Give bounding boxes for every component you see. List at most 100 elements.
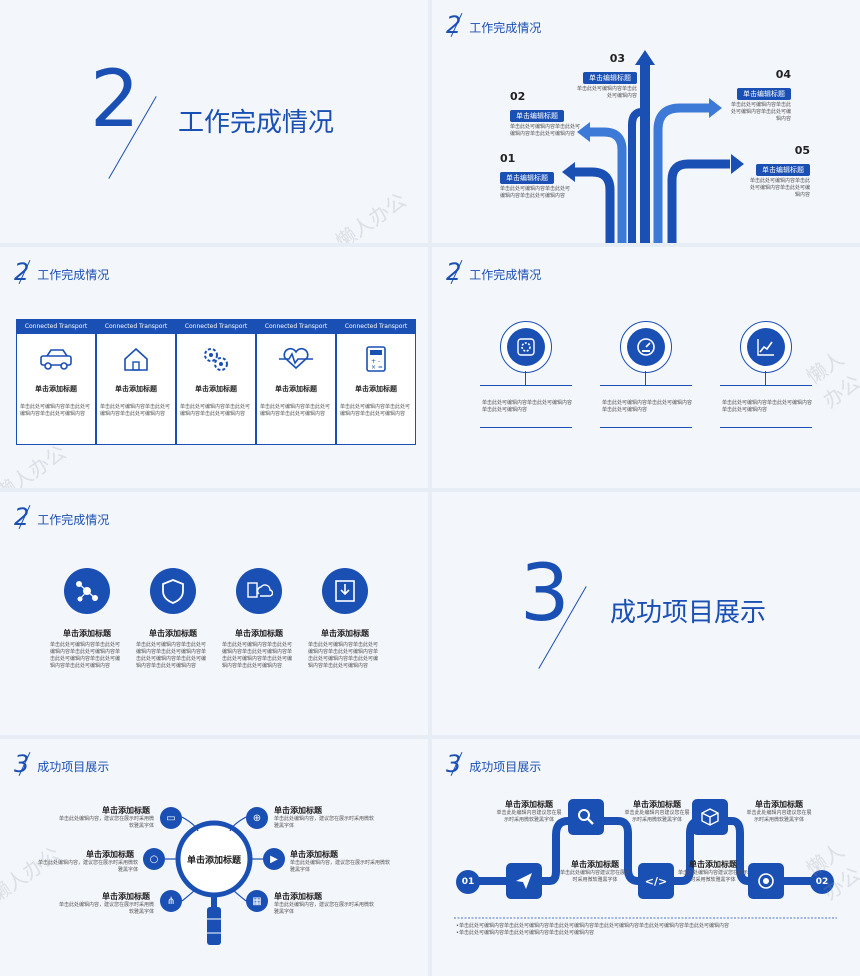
icon-item[interactable]: 单击添加标题 单击此处可编辑内容单击此处可编辑内容单击此处可编辑内容单击此处可编… — [50, 568, 124, 670]
icon-item[interactable]: 单击添加标题 单击此处可编辑内容单击此处可编辑内容单击此处可编辑内容单击此处可编… — [308, 568, 382, 670]
item-label: 单击编辑标题 — [737, 88, 791, 100]
info-card[interactable]: Connected Transport 单击添加标题 单击此处可编辑内容单击此处… — [16, 319, 96, 445]
item-label: 单击编辑标题 — [583, 72, 637, 84]
rule — [480, 427, 572, 428]
arrow-item-05: 05 单击编辑标题 单击此处可编辑内容单击此处可编辑内容单击此处可编辑内容 — [750, 144, 810, 199]
rule — [720, 385, 812, 386]
arrow-item-03: 03 单击编辑标题 单击此处可编辑内容单击此处可编辑内容 — [575, 52, 637, 100]
slide-magnifier[interactable]: 3 成功项目展示 ▭ ○ ⋔ ⊕ ▶ ▦ 单击添加标题 单击添加标题 单击此处编… — [0, 739, 428, 976]
car-icon — [17, 334, 95, 384]
left-item: 单击添加标题 单击此处编辑内容，建议您在展示时采用微软雅黑字体 — [38, 849, 138, 874]
timeline-path — [454, 817, 837, 919]
line-chart-icon — [747, 328, 785, 366]
lightbulb-icon: ○ — [143, 848, 165, 870]
left-item: 单击添加标题 单击此处编辑内容，建议您在展示时采用微软雅黑字体 — [56, 805, 154, 830]
item-title: 单击添加标题 — [505, 800, 553, 809]
item-desc: 单击此处可编辑内容单击此处可编辑内容单击此处可编辑内容单击此处可编辑内容单击此处… — [222, 642, 293, 669]
item-title: 单击添加标题 — [102, 806, 150, 815]
connector — [765, 371, 766, 385]
rule — [600, 385, 692, 386]
item-desc: 单击此处编辑内容建议您在展示时采用微软雅黑字体 — [624, 810, 690, 823]
slide-header: 2 工作完成情况 — [446, 260, 541, 284]
arrow-item-04: 04 单击编辑标题 单击此处可编辑内容单击此处可编辑内容单击此处可编辑内容 — [727, 68, 791, 123]
center-title: 单击添加标题 — [186, 856, 241, 866]
watermark: 懒人办公 — [331, 187, 411, 243]
download-icon — [322, 568, 368, 614]
item-desc: 单击此处可编辑内容单击此处可编辑内容 — [576, 86, 637, 99]
card-desc: 单击此处可编辑内容单击此处可编辑内容单击此处可编辑内容 — [180, 404, 251, 417]
header-number: 2 — [14, 503, 30, 531]
slide-header: 2 工作完成情况 — [14, 503, 109, 531]
magnifier-graphic — [165, 816, 263, 945]
card-desc: 单击此处可编辑内容单击此处可编辑内容单击此处可编辑内容 — [260, 404, 331, 417]
svg-text:× =: × = — [371, 364, 383, 371]
shield-icon — [150, 568, 196, 614]
circle-outline — [740, 321, 792, 373]
circle-outline — [620, 321, 672, 373]
item-number: 01 — [500, 152, 516, 165]
item-desc: 单击此处可编辑内容单击此处可编辑内容单击此处可编辑内容单击此处可编辑内容单击此处… — [308, 642, 379, 669]
slide-icons[interactable]: 2 工作完成情况 单击添加标题 单击此处可编辑内容单击此处可编辑内容单击此处可编… — [0, 492, 428, 735]
section-number: 2 — [90, 55, 140, 145]
footer-text: 单击此处可编辑内容单击此处可编辑内容单击此处可编辑内容单击此处可编辑内容单击此处… — [458, 923, 729, 929]
header-number: 3 — [14, 750, 30, 778]
item-desc: 单击此处可编辑内容单击此处可编辑内容单击此处可编辑内容 — [510, 124, 581, 137]
code-icon: </> — [638, 863, 674, 899]
item-title: 单击添加标题 — [571, 860, 619, 869]
info-card[interactable]: Connected Transport 单击添加标题 单击此处可编辑内容单击此处… — [176, 319, 256, 445]
target-icon — [748, 863, 784, 899]
icon-item[interactable]: 单击添加标题 单击此处可编辑内容单击此处可编辑内容单击此处可编辑内容单击此处可编… — [136, 568, 210, 670]
slide-arrows[interactable]: 2 工作完成情况 01 单击编辑标题 单击此处可编辑内容单击此处可编辑内容单击此… — [432, 0, 860, 243]
card-desc: 单击此处可编辑内容单击此处可编辑内容单击此处可编辑内容 — [340, 404, 411, 417]
slide-timeline[interactable]: 3 成功项目展示 01 02 </> 单击添加标题 单击此处编辑内容建议您在展示… — [432, 739, 860, 976]
info-card[interactable]: Connected Transport 单击添加标题 单击此处可编辑内容单击此处… — [96, 319, 176, 445]
item-title: 单击添加标题 — [149, 629, 197, 638]
slide-header: 2 工作完成情况 — [446, 11, 541, 39]
connector — [525, 371, 526, 385]
timeline-item: 单击添加标题 单击此处编辑内容建议您在展示时采用微软雅黑字体 — [496, 799, 562, 824]
info-card[interactable]: Connected Transport + -× = 单击添加标题 单击此处可编… — [336, 319, 416, 445]
speedometer-icon — [627, 328, 665, 366]
share-icon: ⋔ — [160, 890, 182, 912]
item-title: 单击添加标题 — [321, 629, 369, 638]
send-icon — [506, 863, 542, 899]
watermark: 懒人办公 — [432, 602, 433, 672]
item-desc: 单击此处编辑内容，建议您在展示时采用微软雅黑字体 — [58, 902, 154, 915]
item-desc: 单击此处可编辑内容单击此处可编辑内容单击此处可编辑内容 — [500, 186, 571, 199]
header-number: 2 — [446, 11, 462, 39]
timeline-item: 单击添加标题 单击此处编辑内容建议您在展示时采用微软雅黑字体 — [560, 859, 630, 884]
item-title: 单击添加标题 — [755, 800, 803, 809]
section-title: 成功项目展示 — [610, 598, 767, 628]
timeline-item: 单击添加标题 单击此处编辑内容建议您在展示时采用微软雅黑字体 — [624, 799, 690, 824]
video-icon: ▶ — [263, 848, 285, 870]
item-desc: 单击此处编辑内容建议您在展示时采用微软雅黑字体 — [746, 810, 812, 823]
store-icon: ▦ — [246, 890, 268, 912]
globe-icon: ⊕ — [246, 807, 268, 829]
item-desc: 单击此处可编辑内容单击此处可编辑内容单击此处可编辑内容 — [730, 102, 791, 122]
header-title: 成功项目展示 — [37, 760, 110, 774]
item-desc: 单击此处可编辑内容单击此处可编辑内容单击此处可编辑内容 — [482, 400, 573, 413]
calculator-icon: + -× = — [337, 334, 415, 384]
icon-item[interactable]: 单击添加标题 单击此处可编辑内容单击此处可编辑内容单击此处可编辑内容单击此处可编… — [222, 568, 296, 670]
card-title: 单击添加标题 — [35, 385, 77, 393]
item-label: 单击编辑标题 — [756, 164, 810, 176]
item-title: 单击添加标题 — [102, 892, 150, 901]
slide-circles[interactable]: 2 工作完成情况 单击此处可编辑内容单击此处可编辑内容单击此处可编辑内容 单击此… — [432, 247, 860, 488]
item-title: 单击添加标题 — [274, 892, 322, 901]
home-icon — [97, 334, 175, 384]
slide-section-3[interactable]: 3 成功项目展示 懒人办公 — [432, 492, 860, 735]
info-card[interactable]: Connected Transport 单击添加标题 单击此处可编辑内容单击此处… — [256, 319, 336, 445]
item-desc: 单击此处可编辑内容单击此处可编辑内容单击此处可编辑内容单击此处可编辑内容单击此处… — [136, 642, 207, 669]
timeline-item: 单击添加标题 单击此处编辑内容建议您在展示时采用微软雅黑字体 — [746, 799, 812, 824]
slide-section-2[interactable]: 2 工作完成情况 懒人办公 — [0, 0, 428, 243]
slide-cards[interactable]: 2 工作完成情况 Connected Transport 单击添加标题 单击此处… — [0, 247, 428, 488]
card-tag: Connected Transport — [257, 320, 335, 334]
item-desc: 单击此处编辑内容，建议您在展示时采用微软雅黑字体 — [274, 902, 375, 915]
header-number: 3 — [446, 750, 462, 778]
slide-header: 2 工作完成情况 — [14, 260, 109, 284]
footer-text: 单击此处可编辑内容单击此处可编辑内容单击此处可编辑内容 — [458, 930, 594, 936]
item-desc: 单击此处编辑内容，建议您在展示时采用微软雅黑字体 — [58, 816, 154, 829]
timeline-start: 01 — [456, 870, 480, 894]
item-desc: 单击此处编辑内容建议您在展示时采用微软雅黑字体 — [560, 870, 631, 883]
item-desc: 单击此处编辑内容，建议您在展示时采用微软雅黑字体 — [38, 860, 139, 873]
